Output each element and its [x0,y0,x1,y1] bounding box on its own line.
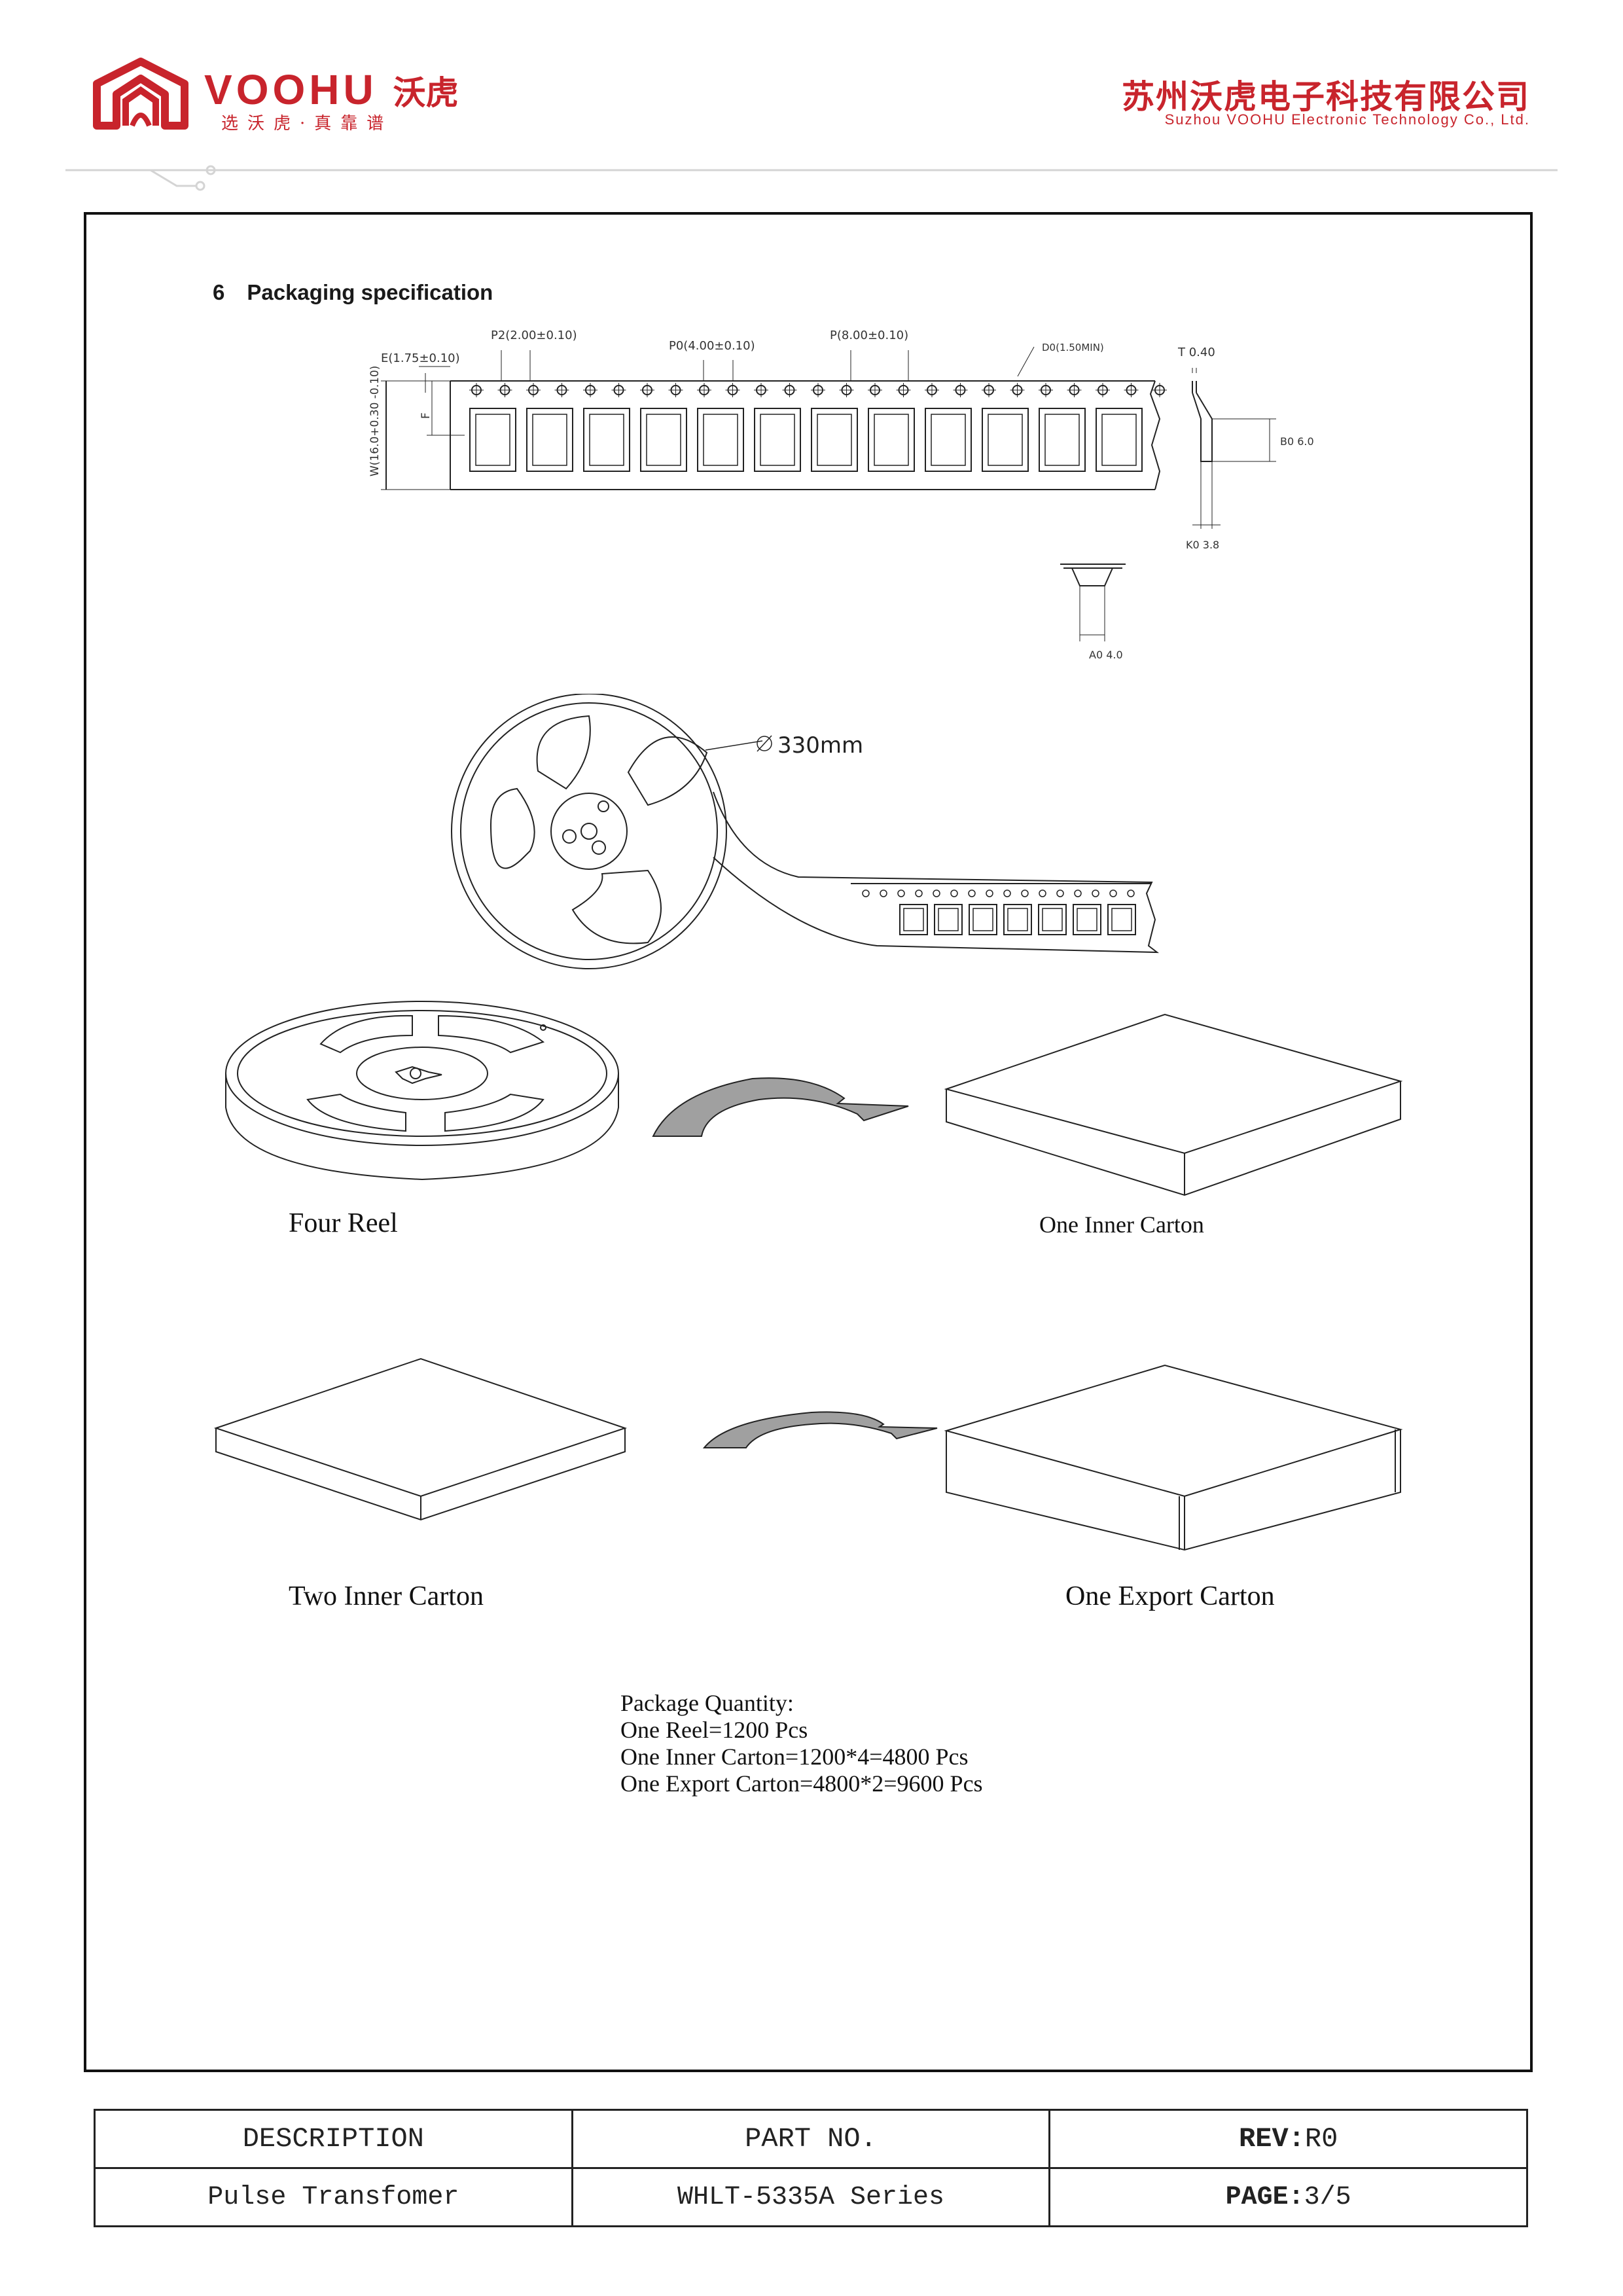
section-number: 6 [213,280,225,304]
label-four-reel: Four Reel [289,1208,398,1238]
arrow-2-icon [702,1411,938,1448]
quantity-export: One Export Carton=4800*2=9600 Pcs [620,1770,983,1797]
description-value: Pulse Transfomer [94,2167,573,2227]
tape-pockets [469,408,1143,472]
tape-pocket [640,408,687,472]
content-frame [84,212,1533,2072]
dim-f: F [419,412,433,419]
revision-cell: REV:R0 [1048,2109,1528,2169]
tape-pocket [982,408,1029,472]
carrier-tape-drawing: E(1.75±0.10) P2(2.00±0.10) P0(4.00±0.10)… [368,329,1314,661]
export-carton-box [944,1364,1403,1551]
revision-label: REV: [1239,2123,1305,2155]
page-label: PAGE: [1225,2182,1304,2212]
voohu-logo-icon [93,58,188,130]
tape-pocket [526,408,573,472]
dim-p0: P0(4.00±0.10) [669,339,755,353]
reel-drawing: 330mm [451,694,1160,969]
tape-pocket [697,408,744,472]
title-block-table: DESCRIPTION PART NO. REV:R0 Pulse Transf… [94,2109,1528,2227]
two-inner-carton-box [213,1357,628,1521]
section-heading: 6 Packaging specification [213,280,493,305]
inner-carton-box [944,1013,1403,1196]
tape-pocket [811,408,858,472]
quantity-reel: One Reel=1200 Pcs [620,1717,808,1743]
brand-name-cn: 沃虎 [393,74,459,112]
sprocket-holes [469,383,1167,397]
part-no-value: WHLT-5335A Series [571,2167,1051,2227]
label-two-inner-carton: Two Inner Carton [289,1581,484,1611]
dim-e: E(1.75±0.10) [381,351,460,365]
tape-pocket [925,408,972,472]
dim-p2: P2(2.00±0.10) [491,329,577,342]
page-cell: PAGE:3/5 [1048,2167,1528,2227]
tape-pocket [1096,408,1143,472]
dim-k0: K0 3.8 [1186,539,1219,551]
dim-t: T 0.40 [1177,346,1215,359]
dim-p: P(8.00±0.10) [830,329,908,342]
quantity-inner: One Inner Carton=1200*4=4800 Pcs [620,1744,969,1770]
reel-diameter: 330mm [777,732,863,759]
section-title: Packaging specification [247,280,493,304]
arrow-1-icon [652,1077,909,1137]
company-name-cn: 苏州沃虎电子科技有限公司 [1122,78,1530,116]
package-quantity: Package Quantity: One Reel=1200 Pcs One … [620,1690,983,1797]
dim-w: W(16.0+0.30 -0.10) [368,366,382,476]
company-name-en: Suzhou VOOHU Electronic Technology Co., … [1164,111,1530,128]
label-one-inner-carton: One Inner Carton [1039,1211,1204,1238]
label-one-export-carton: One Export Carton [1065,1581,1275,1611]
brand-name: VOOHU 沃虎 [204,66,459,113]
page-value: 3/5 [1304,2182,1351,2212]
revision-value: R0 [1304,2123,1338,2155]
tape-pocket [868,408,915,472]
quantity-title: Package Quantity: [620,1690,794,1716]
header-divider [65,165,1558,191]
description-label: DESCRIPTION [94,2109,573,2169]
dim-b0: B0 6.0 [1280,435,1314,448]
tape-pocket [754,408,801,472]
dim-d0: D0(1.50MIN) [1042,342,1104,353]
tape-pocket [583,408,630,472]
part-no-label: PART NO. [571,2109,1051,2169]
tape-pocket [1039,408,1086,472]
dim-a0: A0 4.0 [1089,649,1123,661]
tape-pocket [469,408,516,472]
brand-slogan: 选沃虎·真靠谱 [221,114,393,134]
reel-perspective-drawing [225,1001,619,1181]
